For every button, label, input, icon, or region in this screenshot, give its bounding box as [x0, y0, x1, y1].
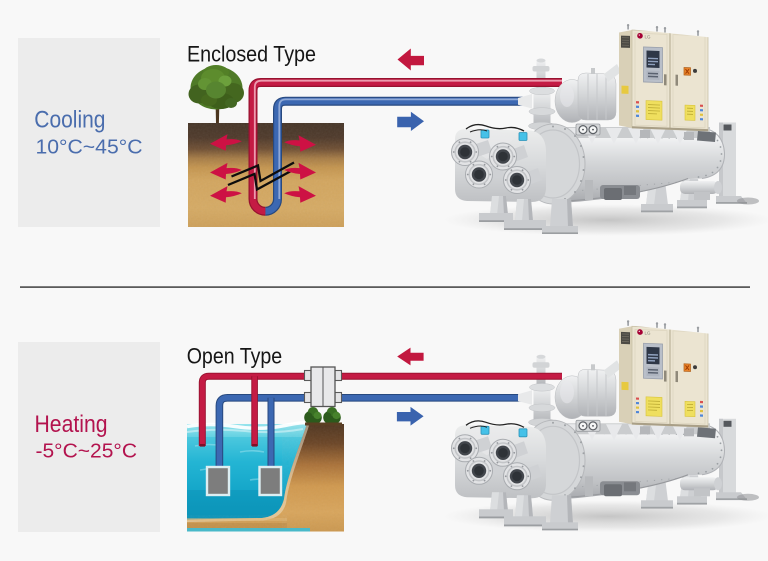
svg-text:Enclosed Type: Enclosed Type	[187, 42, 316, 67]
svg-text:10°C~45°C: 10°C~45°C	[36, 135, 143, 158]
svg-text:-5°C~25°C: -5°C~25°C	[36, 440, 138, 463]
svg-text:Open Type: Open Type	[187, 343, 283, 368]
svg-text:Heating: Heating	[35, 411, 108, 438]
svg-text:Cooling: Cooling	[34, 107, 105, 134]
